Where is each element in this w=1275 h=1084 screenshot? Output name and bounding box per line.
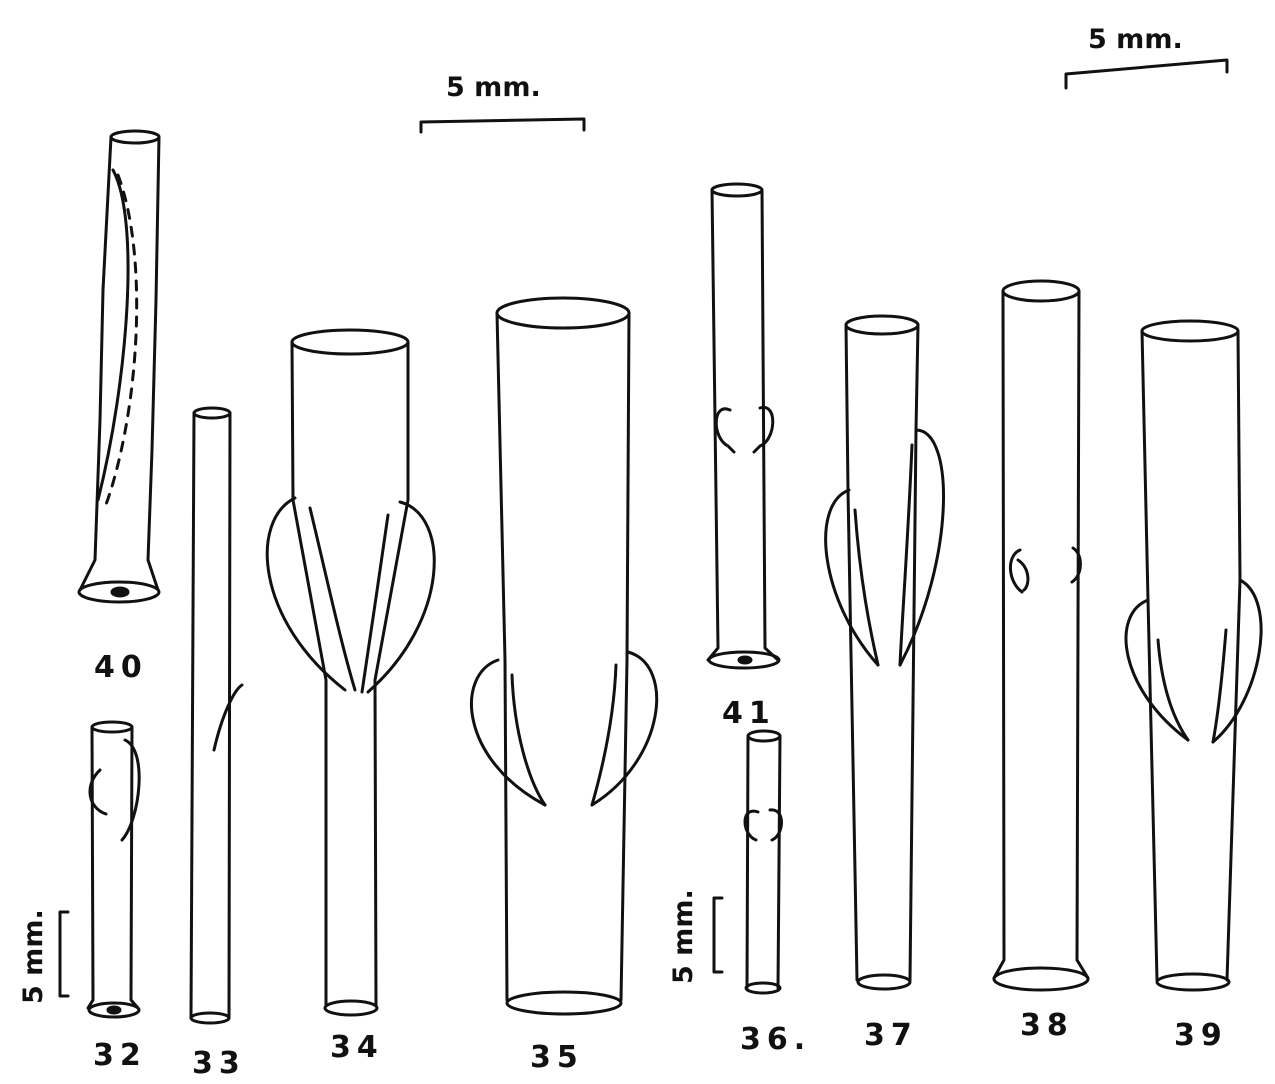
specimen-number-41: 41 [722,696,776,731]
specimen-number-38: 38 [1020,1008,1074,1043]
specimen-38 [994,281,1088,990]
specimen-34 [267,330,434,1015]
specimen-number-40: 40 [94,650,148,685]
specimen-number-36: 36. [740,1022,811,1057]
specimen-37 [826,316,944,989]
specimen-35 [471,298,656,1014]
specimen-number-35: 35 [530,1040,584,1075]
scale-label-top-right: 5 mm. [1088,24,1183,55]
scale-label-middle-vertical: 5 mm. [668,889,699,984]
scale-bar-top-middle [421,119,584,132]
specimen-39 [1126,321,1261,990]
specimen-40 [79,131,159,602]
specimen-number-33: 33 [192,1046,246,1081]
scale-bar-left-vertical [60,912,68,996]
scale-bar-middle-vertical [714,898,722,972]
specimen-33 [191,408,242,1023]
specimen-number-34: 34 [330,1030,384,1065]
specimen-32 [88,722,139,1017]
scale-label-left-vertical: 5 mm. [18,909,49,1004]
specimen-number-32: 32 [93,1038,147,1073]
specimen-number-37: 37 [864,1018,918,1053]
specimen-36 [745,731,782,993]
specimen-number-39: 39 [1174,1018,1228,1053]
specimen-41 [708,184,779,668]
scale-bar-top-right [1066,60,1227,88]
scale-label-top-middle: 5 mm. [446,72,541,103]
